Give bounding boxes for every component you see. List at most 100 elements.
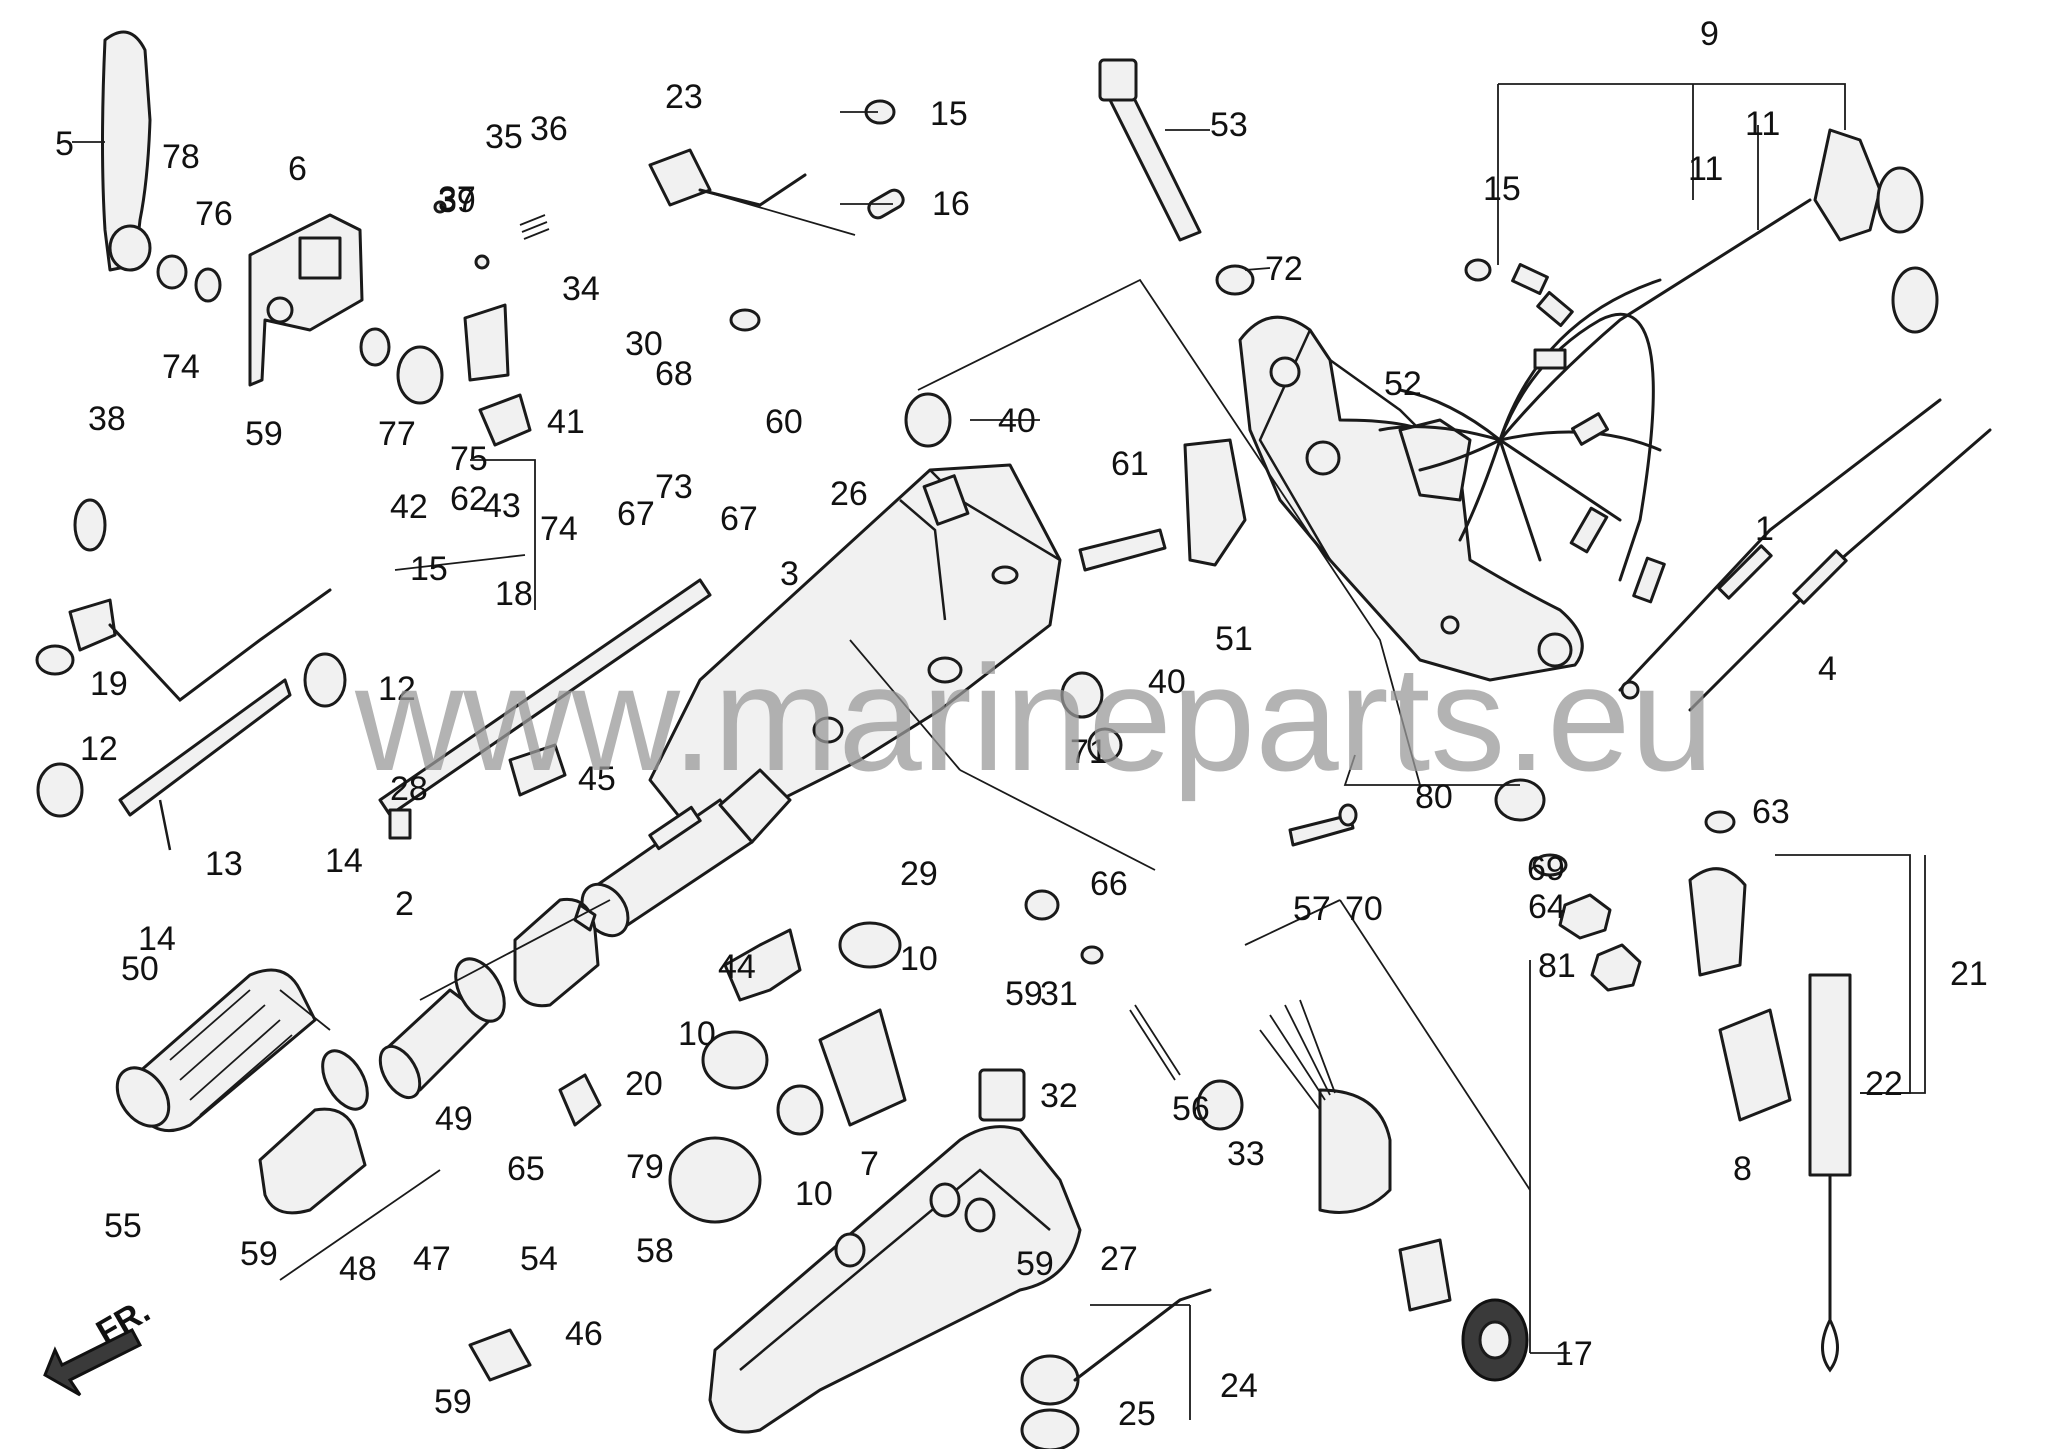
part-callout-15: 15 [410, 550, 448, 588]
part-callout-6: 6 [288, 150, 307, 188]
part-callout-57: 57 [1293, 890, 1331, 928]
wiring-harness [1378, 128, 1939, 604]
part-callout-63: 63 [1752, 793, 1790, 831]
part-callout-76: 76 [195, 195, 233, 233]
part-callout-75: 75 [450, 440, 488, 478]
part-callout-59: 59 [240, 1235, 278, 1273]
part-callout-14: 14 [325, 842, 363, 880]
part-callout-59: 59 [1016, 1245, 1054, 1283]
tiller-bracket [1238, 315, 1584, 682]
ignition-switch-assembly [1259, 999, 1529, 1382]
part-callout-43: 43 [483, 487, 521, 525]
part-callout-77: 77 [378, 415, 416, 453]
part-callout-34: 34 [562, 270, 600, 308]
part-callout-60: 60 [765, 403, 803, 441]
part-callout-30: 30 [625, 325, 663, 363]
part-callout-22: 22 [1865, 1065, 1903, 1103]
part-callout-59: 59 [1005, 975, 1043, 1013]
part-callout-7: 7 [860, 1145, 879, 1183]
part-callout-5: 5 [55, 125, 74, 163]
part-callout-53: 53 [1210, 106, 1248, 144]
control-cables [1618, 398, 1992, 712]
part-callout-41: 41 [547, 403, 585, 441]
part-callout-71: 71 [1070, 733, 1108, 771]
part-callout-56: 56 [1172, 1090, 1210, 1128]
part-callout-80: 80 [1415, 778, 1453, 816]
part-callout-13: 13 [205, 845, 243, 883]
watermark: www.marineparts.eu [354, 634, 1714, 802]
part-callout-27: 27 [1100, 1240, 1138, 1278]
part-callout-47: 47 [413, 1240, 451, 1278]
part-callout-4: 4 [1818, 650, 1837, 688]
part-callout-2: 2 [395, 885, 414, 923]
part-callout-40: 40 [1148, 663, 1186, 701]
part-callout-31: 31 [1040, 975, 1078, 1013]
part-callout-23: 23 [665, 78, 703, 116]
part-callout-48: 48 [339, 1250, 377, 1288]
part-callout-1: 1 [1755, 510, 1774, 548]
part-callout-58: 58 [636, 1232, 674, 1270]
part-callout-78: 78 [162, 138, 200, 176]
throttle-grip-assembly [115, 897, 600, 1215]
part-callout-25: 25 [1118, 1395, 1156, 1433]
part-callout-55: 55 [104, 1207, 142, 1245]
lower-cover [708, 1125, 1082, 1434]
part-callout-67: 67 [617, 495, 655, 533]
part-callout-38: 38 [88, 400, 126, 438]
part-callout-29: 29 [900, 855, 938, 893]
part-callout-74: 74 [162, 348, 200, 386]
part-callout-12: 12 [378, 670, 416, 708]
part-callout-64: 64 [1528, 888, 1566, 926]
part-callout-20: 20 [625, 1065, 663, 1103]
part-callout-51: 51 [1215, 620, 1253, 658]
part-callout-73: 73 [655, 468, 693, 506]
part-callout-24: 24 [1220, 1367, 1258, 1405]
part-callout-10: 10 [678, 1015, 716, 1053]
direction-label: FR. [90, 1292, 156, 1352]
part-callout-35: 35 [485, 118, 523, 156]
part-callout-19: 19 [90, 665, 128, 703]
part-callout-37: 37 [438, 180, 476, 218]
part-callout-36: 36 [530, 110, 568, 148]
part-callout-79: 79 [626, 1148, 664, 1186]
part-callout-68: 68 [655, 355, 693, 393]
part-callout-70: 70 [1345, 890, 1383, 928]
tiller-arm-body [580, 463, 1062, 938]
part-callout-67: 67 [720, 500, 758, 538]
part-callout-65: 65 [507, 1150, 545, 1188]
part-callout-81: 81 [1538, 947, 1576, 985]
part-callout-39: 39 [438, 182, 476, 220]
part-callout-72: 72 [1265, 250, 1303, 288]
part-callout-3: 3 [780, 555, 799, 593]
part-callout-66: 66 [1090, 865, 1128, 903]
part-callout-59: 59 [434, 1383, 472, 1421]
part-callout-11: 11 [1745, 105, 1780, 143]
part-callout-32: 32 [1040, 1077, 1078, 1115]
leader-lines [72, 83, 1926, 1420]
hardware-parts [35, 58, 1852, 1449]
part-callout-15: 15 [1483, 170, 1521, 208]
front-direction-arrow: FR. [43, 1292, 156, 1397]
part-callout-17: 17 [1555, 1335, 1593, 1373]
part-callout-15: 15 [930, 95, 968, 133]
part-callout-14: 14 [138, 920, 176, 958]
part-callout-50: 50 [121, 950, 159, 988]
part-callout-11: 11 [1688, 150, 1723, 188]
part-callout-46: 46 [565, 1315, 603, 1353]
part-callout-42: 42 [390, 488, 428, 526]
part-callout-44: 44 [718, 948, 756, 986]
part-callout-10: 10 [795, 1175, 833, 1213]
part-callout-54: 54 [520, 1240, 558, 1278]
part-callout-26: 26 [830, 475, 868, 513]
part-callout-8: 8 [1733, 1150, 1752, 1188]
part-callout-59: 59 [245, 415, 283, 453]
part-callout-33: 33 [1227, 1135, 1265, 1173]
part-callout-52: 52 [1384, 365, 1422, 403]
part-callout-40: 40 [998, 402, 1036, 440]
throttle-lever-parts [101, 30, 550, 447]
part-callout-49: 49 [435, 1100, 473, 1138]
part-callout-28: 28 [390, 770, 428, 808]
